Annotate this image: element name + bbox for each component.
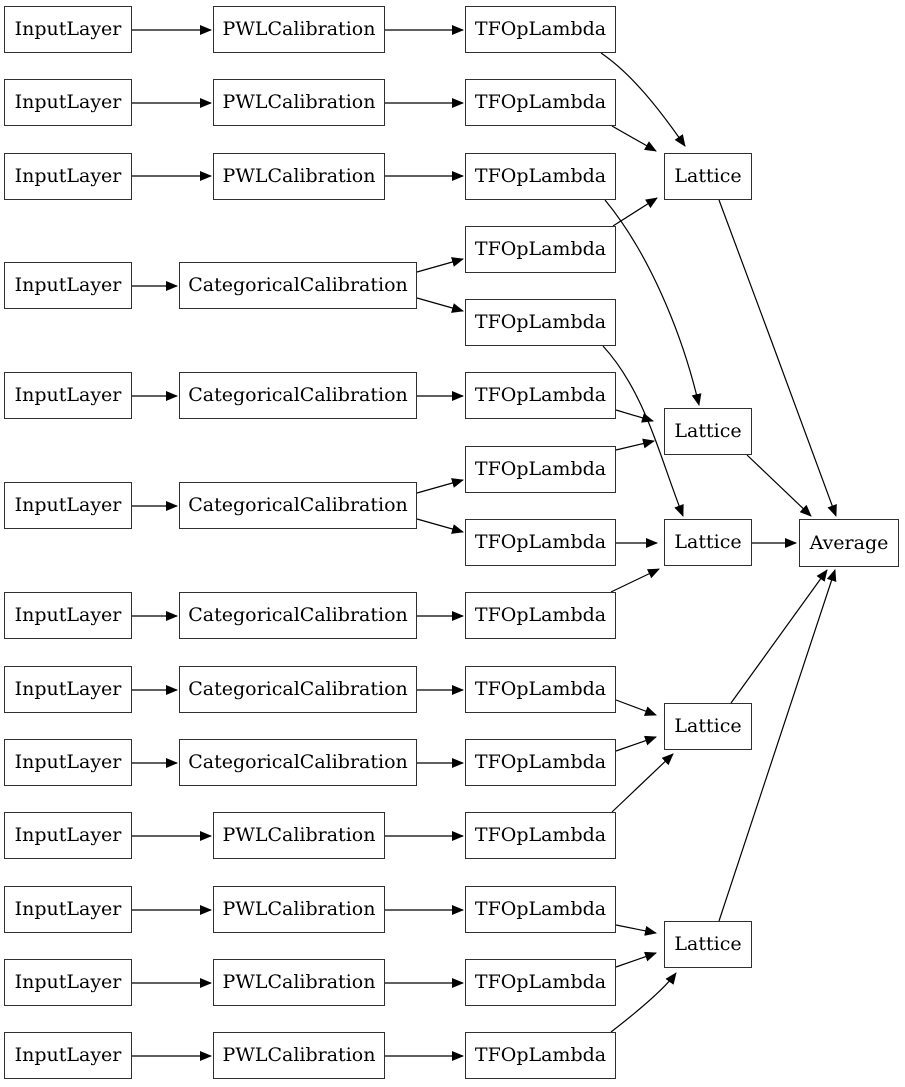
node-tf-14: TFOpLambda [465, 959, 616, 1006]
edge-tf-10-to-lattice-4 [615, 699, 657, 716]
node-input-9: InputLayer [4, 739, 132, 786]
node-pwl-4: PWLCalibration [213, 812, 385, 859]
node-input-11: InputLayer [4, 886, 132, 933]
edge-tf-15-to-lattice-5 [610, 972, 677, 1033]
node-tf-12: TFOpLambda [465, 812, 616, 859]
node-tf-7: TFOpLambda [465, 446, 616, 493]
node-tf-2: TFOpLambda [465, 79, 616, 126]
edge-tf-12-to-lattice-4 [611, 753, 674, 813]
node-input-10: InputLayer [4, 812, 132, 859]
edge-lattice-4-to-average [730, 569, 828, 704]
node-cat-3: CategoricalCalibration [179, 482, 417, 529]
edge-tf-3-to-lattice-2 [604, 199, 702, 406]
node-tf-4: TFOpLambda [465, 226, 616, 273]
node-pwl-2: PWLCalibration [213, 79, 385, 126]
node-input-6: InputLayer [4, 482, 132, 529]
edge-cat-1-to-tf-4 [416, 257, 464, 273]
edge-tf-7-to-lattice-2 [615, 438, 655, 451]
node-lattice-4: Lattice [664, 703, 752, 750]
node-tf-8: TFOpLambda [465, 519, 616, 566]
edge-cat-1-to-tf-5 [416, 297, 464, 313]
node-pwl-7: PWLCalibration [213, 1032, 385, 1079]
edge-tf-13-to-lattice-5 [615, 924, 657, 936]
node-input-3: InputLayer [4, 153, 132, 200]
edge-tf-1-to-lattice-1 [600, 52, 686, 147]
edge-tf-4-to-lattice-1 [612, 197, 658, 227]
node-tf-1: TFOpLambda [465, 6, 616, 53]
node-input-1: InputLayer [4, 6, 132, 53]
node-pwl-1: PWLCalibration [213, 6, 385, 53]
node-pwl-3: PWLCalibration [213, 153, 385, 200]
edge-tf-14-to-lattice-5 [615, 951, 657, 968]
node-cat-5: CategoricalCalibration [179, 666, 417, 713]
node-cat-1: CategoricalCalibration [179, 262, 417, 309]
edge-tf-2-to-lattice-1 [611, 125, 657, 152]
node-tf-11: TFOpLambda [465, 739, 616, 786]
edge-tf-11-to-lattice-4 [615, 735, 657, 752]
edge-cat-3-to-tf-7 [416, 478, 464, 494]
node-input-5: InputLayer [4, 372, 132, 419]
edge-lattice-2-to-average [746, 454, 812, 517]
node-tf-9: TFOpLambda [465, 592, 616, 639]
node-lattice-5: Lattice [664, 921, 752, 968]
node-tf-5: TFOpLambda [465, 299, 616, 346]
node-tf-13: TFOpLambda [465, 886, 616, 933]
node-input-2: InputLayer [4, 79, 132, 126]
node-input-12: InputLayer [4, 959, 132, 1006]
node-tf-15: TFOpLambda [465, 1032, 616, 1079]
node-tf-3: TFOpLambda [465, 153, 616, 200]
edge-lattice-1-to-average [718, 199, 837, 517]
edge-lattice-5-to-average [718, 569, 837, 922]
node-pwl-6: PWLCalibration [213, 959, 385, 1006]
edge-tf-9-to-lattice-3 [610, 568, 660, 593]
node-lattice-1: Lattice [664, 153, 752, 200]
node-tf-10: TFOpLambda [465, 666, 616, 713]
edge-tf-5-to-lattice-3 [602, 345, 684, 517]
node-input-4: InputLayer [4, 262, 132, 309]
node-pwl-5: PWLCalibration [213, 886, 385, 933]
edge-cat-3-to-tf-8 [416, 518, 464, 534]
node-average: Average [799, 519, 899, 567]
node-input-13: InputLayer [4, 1032, 132, 1079]
node-lattice-2: Lattice [664, 408, 752, 455]
node-tf-6: TFOpLambda [465, 372, 616, 419]
node-input-8: InputLayer [4, 666, 132, 713]
node-input-7: InputLayer [4, 592, 132, 639]
node-cat-6: CategoricalCalibration [179, 739, 417, 786]
node-cat-2: CategoricalCalibration [179, 372, 417, 419]
node-cat-4: CategoricalCalibration [179, 592, 417, 639]
node-lattice-3: Lattice [664, 519, 752, 566]
